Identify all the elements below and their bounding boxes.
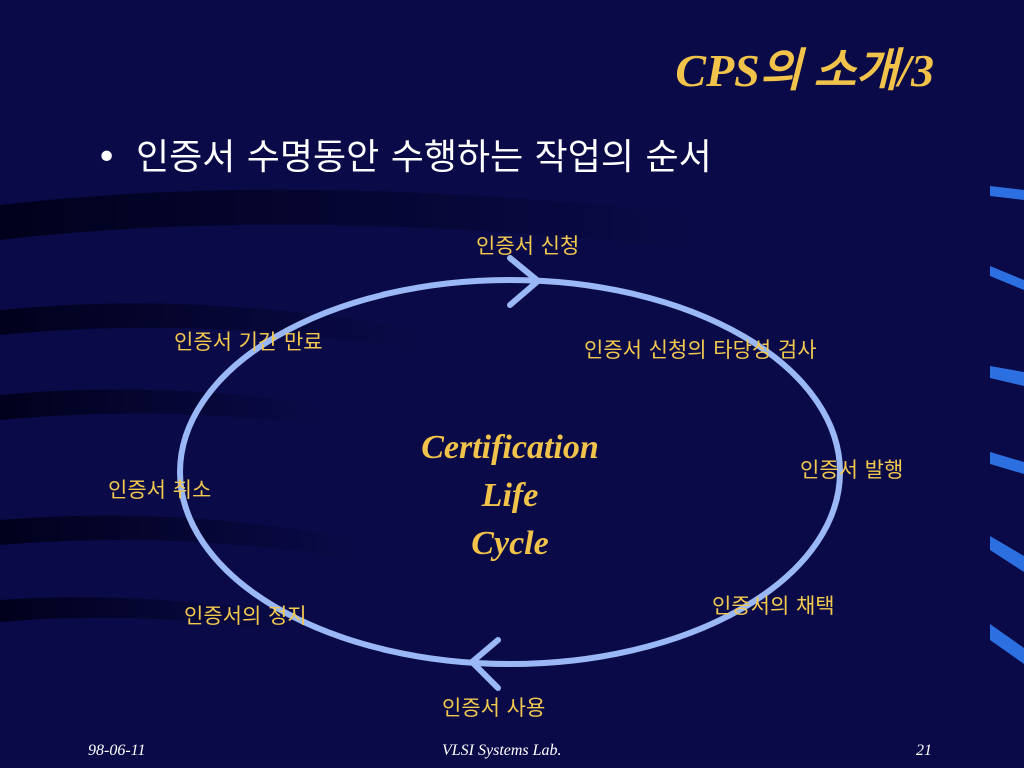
- center-line-2: Life: [481, 477, 539, 514]
- center-line-3: Cycle: [471, 525, 549, 562]
- cycle-ellipse: [177, 277, 843, 667]
- cycle-center-title: Certification Life Cycle: [380, 424, 640, 568]
- footer-org: VLSI Systems Lab.: [442, 742, 562, 759]
- arrow-bottom-icon: [469, 637, 501, 691]
- footer-page-number: 21: [916, 742, 932, 759]
- step-suspension: 인증서의 정지: [184, 604, 307, 628]
- step-expiration: 인증서 기간 만료: [174, 330, 323, 354]
- step-issuance: 인증서 발행: [800, 458, 904, 482]
- center-line-1: Certification: [421, 429, 599, 466]
- step-validation: 인증서 신청의 타당성 검사: [584, 338, 817, 362]
- slide-title: CPS의 소개/3: [675, 45, 934, 96]
- step-request: 인증서 신청: [476, 234, 580, 258]
- step-revocation: 인증서 취소: [108, 478, 212, 502]
- step-usage: 인증서 사용: [442, 696, 546, 720]
- bullet-item: • 인증서 수명동안 수행하는 작업의 순서: [96, 128, 712, 180]
- bullet-dot: •: [96, 137, 118, 178]
- footer-date: 98-06-11: [88, 742, 146, 759]
- right-edge-decor: [990, 186, 1024, 664]
- step-acceptance: 인증서의 채택: [712, 594, 835, 618]
- bullet-text: 인증서 수명동안 수행하는 작업의 순서: [136, 137, 712, 178]
- arrow-top-icon: [507, 255, 541, 308]
